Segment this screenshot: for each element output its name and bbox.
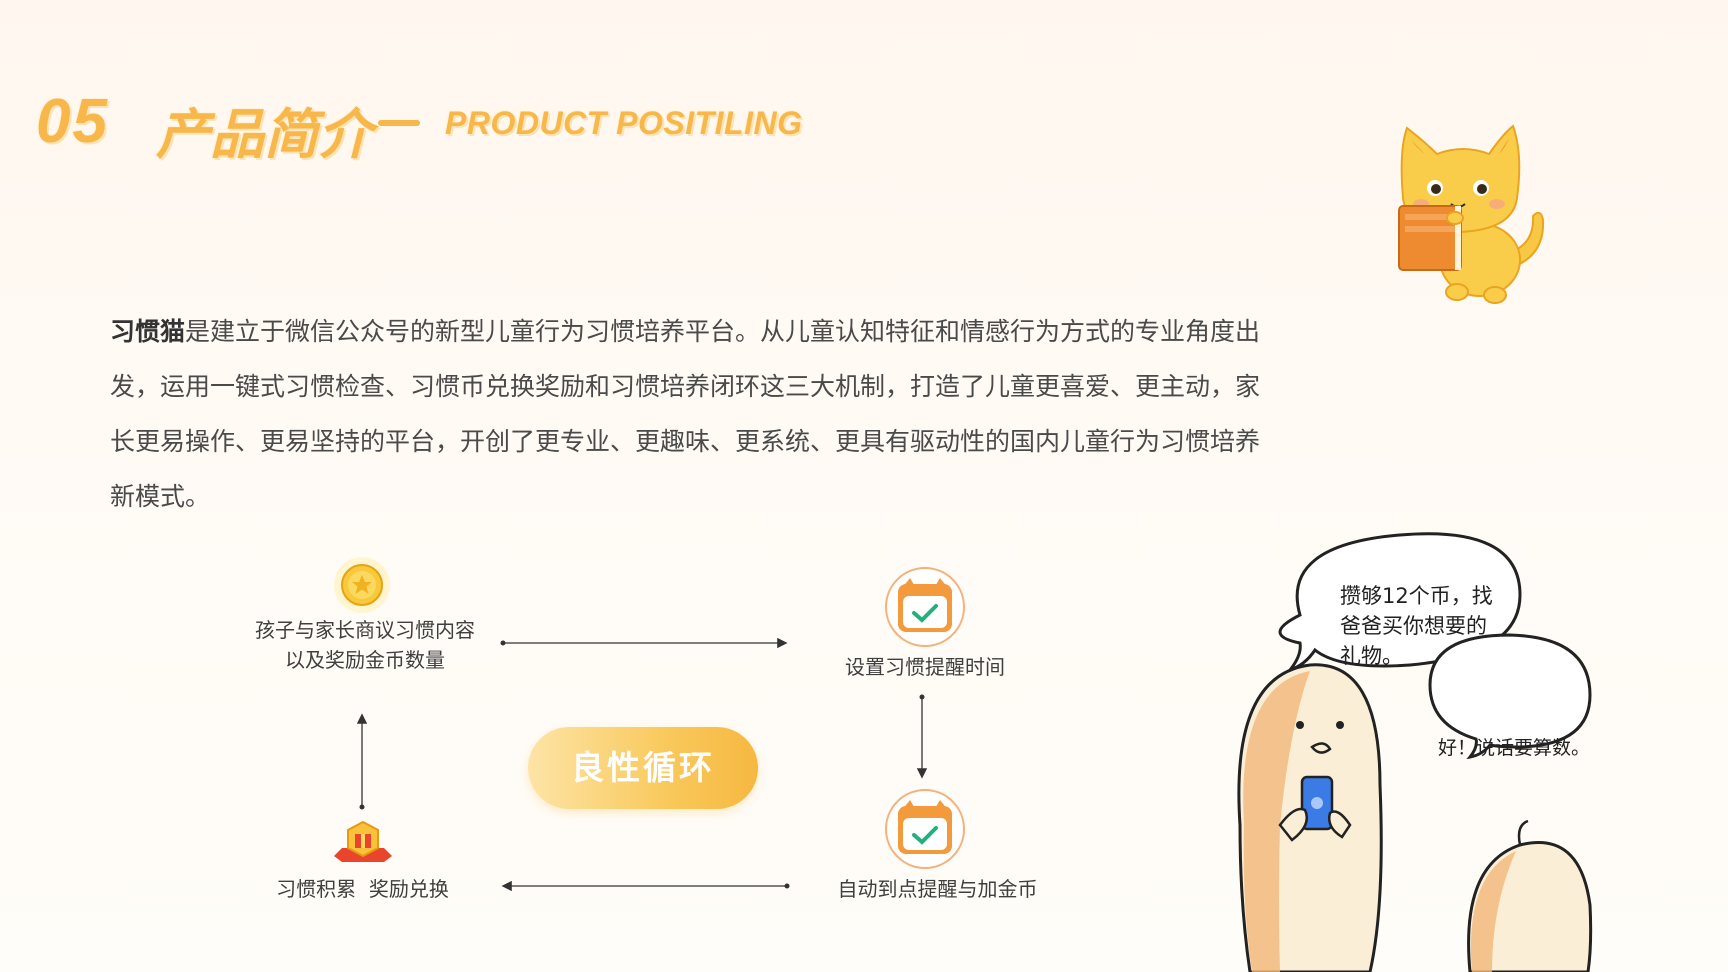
step-1-line2: 以及奖励金币数量 <box>285 648 445 672</box>
intro-paragraph: 习惯猫是建立于微信公众号的新型儿童行为习惯培养平台。从儿童认知特征和情感行为方式… <box>110 304 1266 524</box>
step-2-label: 设置习惯提醒时间 <box>845 655 1005 679</box>
parent-speech: 好！说话要算数。 <box>1438 737 1591 759</box>
gift-badge-icon <box>334 820 392 862</box>
child-speech-line3: 礼物。 <box>1340 644 1403 668</box>
cat-mascot-icon <box>1398 124 1545 304</box>
child-speech: 攒够12个币，找 爸爸买你想要的 礼物。 <box>1340 581 1520 671</box>
title-dash-divider <box>378 120 420 126</box>
gold-coin-icon <box>334 557 390 613</box>
step-4-label: 习惯积累 奖励兑换 <box>276 877 449 901</box>
step-1-line1: 孩子与家长商议习惯内容 <box>255 618 475 642</box>
child-speech-line2: 爸爸买你想要的 <box>1340 614 1487 638</box>
cat-calendar-icon <box>885 789 965 869</box>
cat-calendar-icon <box>885 567 965 647</box>
cycle-center-pill: 良性循环 <box>528 727 758 809</box>
page-title: 产品简介 <box>156 103 372 166</box>
intro-text: 是建立于微信公众号的新型儿童行为习惯培养平台。从儿童认知特征和情感行为方式的专业… <box>110 317 1261 511</box>
section-number: 05 <box>36 87 109 156</box>
page-subtitle: PRODUCT POSITILING <box>445 105 803 141</box>
brand-name: 习惯猫 <box>110 317 186 346</box>
family-illustration <box>1237 532 1593 972</box>
step-3-label: 自动到点提醒与加金币 <box>837 877 1038 901</box>
step-1-label: 孩子与家长商议习惯内容 以及奖励金币数量 <box>220 615 510 675</box>
child-speech-line1: 攒够12个币，找 <box>1340 584 1493 608</box>
